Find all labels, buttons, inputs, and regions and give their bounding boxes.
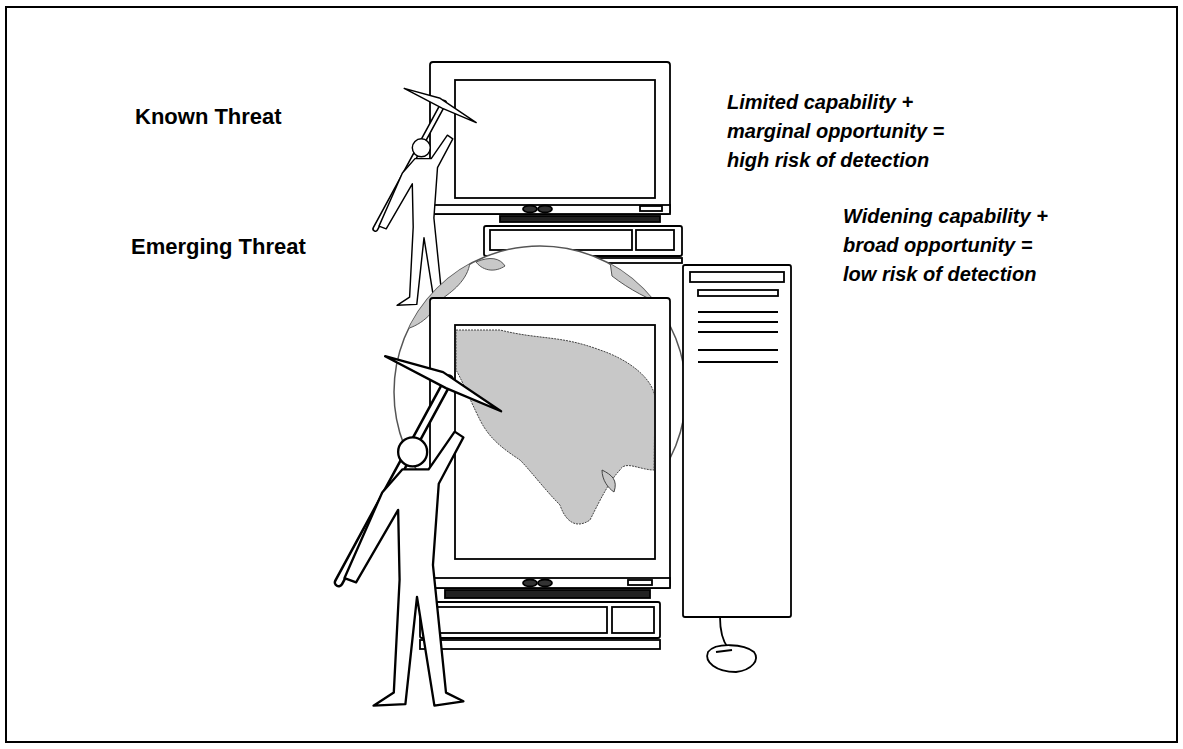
row-heading: Known Threat <box>135 102 282 131</box>
threat-equation: Widening capability + broad opportunity … <box>843 202 1063 289</box>
person-figure <box>339 356 501 705</box>
threat-equation: Limited capability + marginal opportunit… <box>727 88 961 175</box>
emerging-computer <box>420 265 791 672</box>
row-heading: Emerging Threat <box>131 232 306 261</box>
known-computer <box>430 62 682 263</box>
frame <box>6 7 1177 742</box>
